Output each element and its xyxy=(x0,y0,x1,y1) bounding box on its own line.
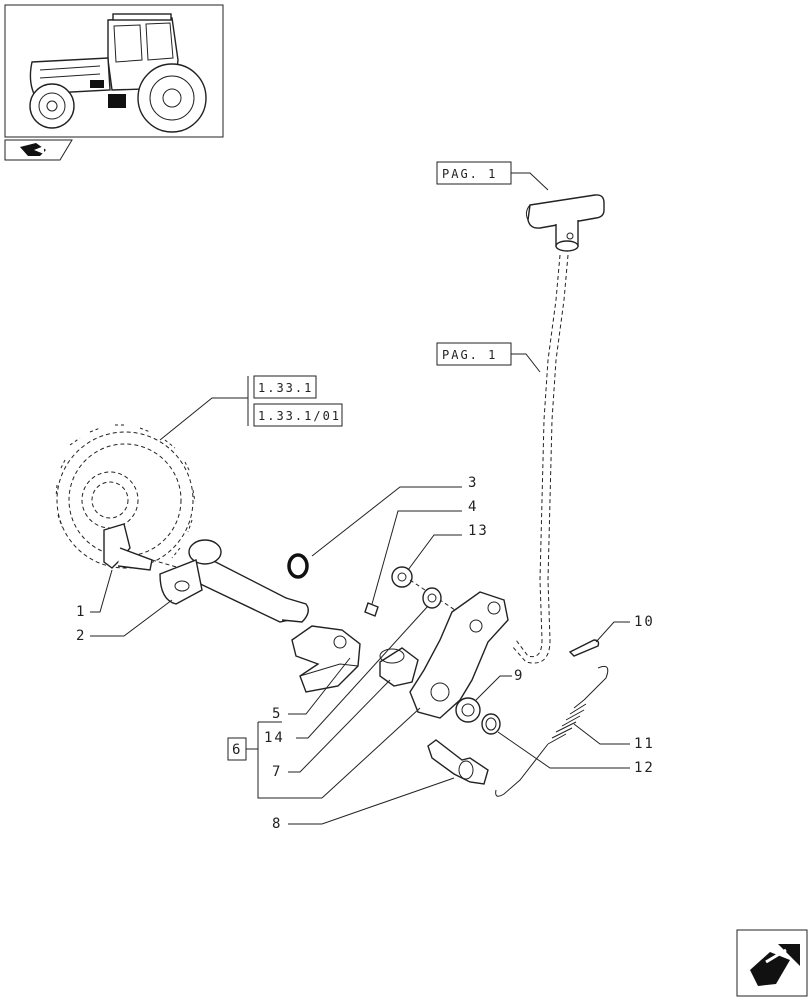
arrow-back-icon xyxy=(20,143,46,156)
svg-text:13: 13 xyxy=(468,523,489,539)
svg-text:6: 6 xyxy=(232,742,242,758)
arrow-next-icon xyxy=(750,944,800,986)
callout-5: 5 xyxy=(272,657,351,722)
callout-13: 13 xyxy=(407,523,489,571)
ref-pag-top[interactable]: PAG. 1 xyxy=(436,161,549,191)
callout-4: 4 xyxy=(371,499,478,605)
lever-plate xyxy=(409,591,509,719)
gear-ref-leader xyxy=(159,397,248,441)
svg-text:12: 12 xyxy=(634,760,655,776)
ref-gear-b[interactable]: 1.33.1/01 xyxy=(253,403,343,427)
tractor-thumbnail-icon xyxy=(29,13,207,133)
part-9-washer xyxy=(455,697,481,723)
callout-7: 7 xyxy=(272,679,391,780)
part-4-pin xyxy=(364,602,379,617)
control-cable xyxy=(511,254,569,664)
pull-handle xyxy=(525,194,605,252)
part-3-o-ring xyxy=(287,553,309,579)
callout-9: 9 xyxy=(475,668,524,701)
svg-text:PAG. 1: PAG. 1 xyxy=(442,167,497,181)
part-5-bracket xyxy=(291,625,361,693)
tractor-thumbnail[interactable] xyxy=(4,4,224,138)
svg-text:7: 7 xyxy=(272,764,282,780)
callout-6-group: 6 xyxy=(227,721,322,799)
svg-text:2: 2 xyxy=(76,628,86,644)
callout-12: 12 xyxy=(497,731,655,776)
callout-10: 10 xyxy=(595,614,655,643)
callout-11: 11 xyxy=(573,723,655,752)
part-8-stud xyxy=(427,739,489,785)
callout-1: 1 xyxy=(76,569,113,620)
part-11-spring xyxy=(495,665,609,797)
svg-text:1.33.1/01: 1.33.1/01 xyxy=(258,409,341,423)
part-14-bushing xyxy=(422,587,442,609)
ref-pag-mid[interactable]: PAG. 1 xyxy=(436,342,541,373)
part-1-lever xyxy=(103,523,181,571)
callout-3: 3 xyxy=(311,475,478,557)
svg-text:PAG. 1: PAG. 1 xyxy=(442,348,497,362)
callout-14: 14 xyxy=(264,605,429,746)
part-7-sleeve xyxy=(379,647,419,687)
svg-text:4: 4 xyxy=(468,499,478,515)
svg-text:5: 5 xyxy=(272,706,282,722)
callout-6-leader xyxy=(321,707,421,799)
svg-text:1.33.1: 1.33.1 xyxy=(258,381,313,395)
ref-gear-a[interactable]: 1.33.1 xyxy=(253,375,317,399)
part-2-shaft xyxy=(159,539,309,623)
part-10-cotter-pin xyxy=(568,639,600,657)
part-13-washer xyxy=(391,566,413,588)
svg-text:3: 3 xyxy=(468,475,478,491)
svg-text:8: 8 xyxy=(272,816,282,832)
back-button[interactable] xyxy=(4,139,73,161)
callout-8: 8 xyxy=(272,777,455,832)
callout-2: 2 xyxy=(76,599,173,644)
svg-text:11: 11 xyxy=(634,736,655,752)
svg-text:14: 14 xyxy=(264,730,285,746)
svg-text:9: 9 xyxy=(514,668,524,684)
svg-text:10: 10 xyxy=(634,614,655,630)
part-12-snap-ring xyxy=(481,713,501,735)
svg-text:1: 1 xyxy=(76,604,86,620)
next-button[interactable] xyxy=(736,929,808,997)
